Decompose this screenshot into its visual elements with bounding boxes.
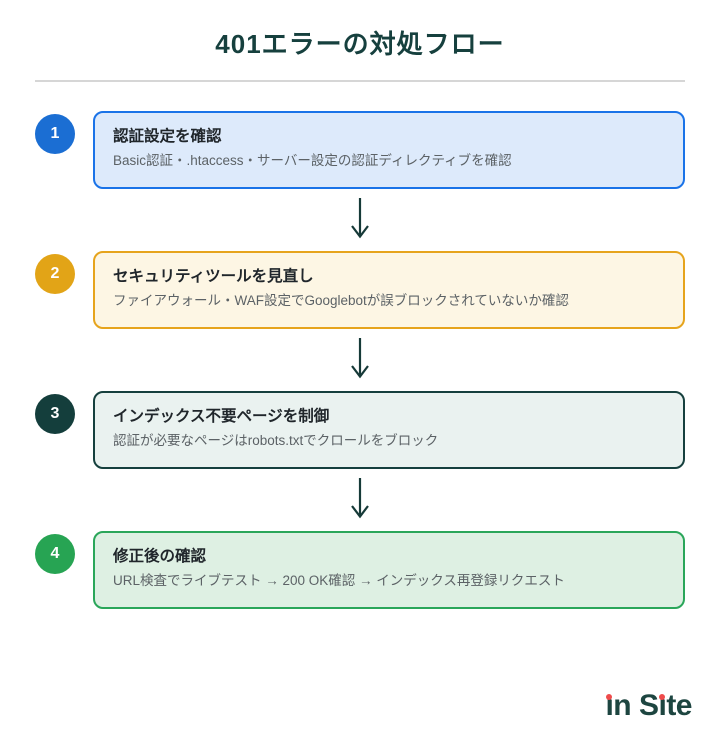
step-1: 1 認証設定を確認 Basic認証・.htaccess・サーバー設定の認証ディレ… xyxy=(35,111,685,189)
step-4-number-badge: 4 xyxy=(35,534,75,574)
step-4-description: URL検査でライブテスト → 200 OK確認 → インデックス再登録リクエスト xyxy=(113,573,565,589)
step-2: 2 セキュリティツールを見直し ファイアウォール・WAF設定でGooglebot… xyxy=(35,251,685,329)
title-divider xyxy=(35,80,685,82)
step-3-title: インデックス不要ページを制御 xyxy=(113,408,330,425)
arrow-row-3 xyxy=(35,469,685,531)
step-3-number-badge: 3 xyxy=(35,394,75,434)
step-1-card: 認証設定を確認 Basic認証・.htaccess・サーバー設定の認証ディレクテ… xyxy=(93,111,685,189)
step-2-title: セキュリティツールを見直し xyxy=(113,268,314,285)
flow-diagram: 1 認証設定を確認 Basic認証・.htaccess・サーバー設定の認証ディレ… xyxy=(35,111,685,609)
step-2-number-badge: 2 xyxy=(35,254,75,294)
step-1-number-badge: 1 xyxy=(35,114,75,154)
step-4: 4 修正後の確認 URL検査でライブテスト → 200 OK確認 → インデック… xyxy=(35,531,685,609)
arrow-row-2 xyxy=(35,329,685,391)
page-title: 401エラーの対処フロー xyxy=(215,29,505,59)
step-1-title: 認証設定を確認 xyxy=(113,128,222,145)
step-4-card: 修正後の確認 URL検査でライブテスト → 200 OK確認 → インデックス再… xyxy=(93,531,685,609)
step-3-card: インデックス不要ページを制御 認証が必要なページはrobots.txtでクロール… xyxy=(93,391,685,469)
step-2-description: ファイアウォール・WAF設定でGooglebotが誤ブロックされていないか確認 xyxy=(113,293,569,309)
step-3-description: 認証が必要なページはrobots.txtでクロールをブロック xyxy=(113,433,439,449)
arrow-row-1 xyxy=(35,189,685,251)
arrow-down-icon xyxy=(351,338,369,379)
step-4-title: 修正後の確認 xyxy=(113,548,207,565)
step-2-card: セキュリティツールを見直し ファイアウォール・WAF設定でGooglebotが誤… xyxy=(93,251,685,329)
arrow-down-icon xyxy=(351,198,369,239)
step-1-description: Basic認証・.htaccess・サーバー設定の認証ディレクティブを確認 xyxy=(113,153,512,169)
arrow-down-icon xyxy=(351,478,369,519)
step-3: 3 インデックス不要ページを制御 認証が必要なページはrobots.txtでクロ… xyxy=(35,391,685,469)
